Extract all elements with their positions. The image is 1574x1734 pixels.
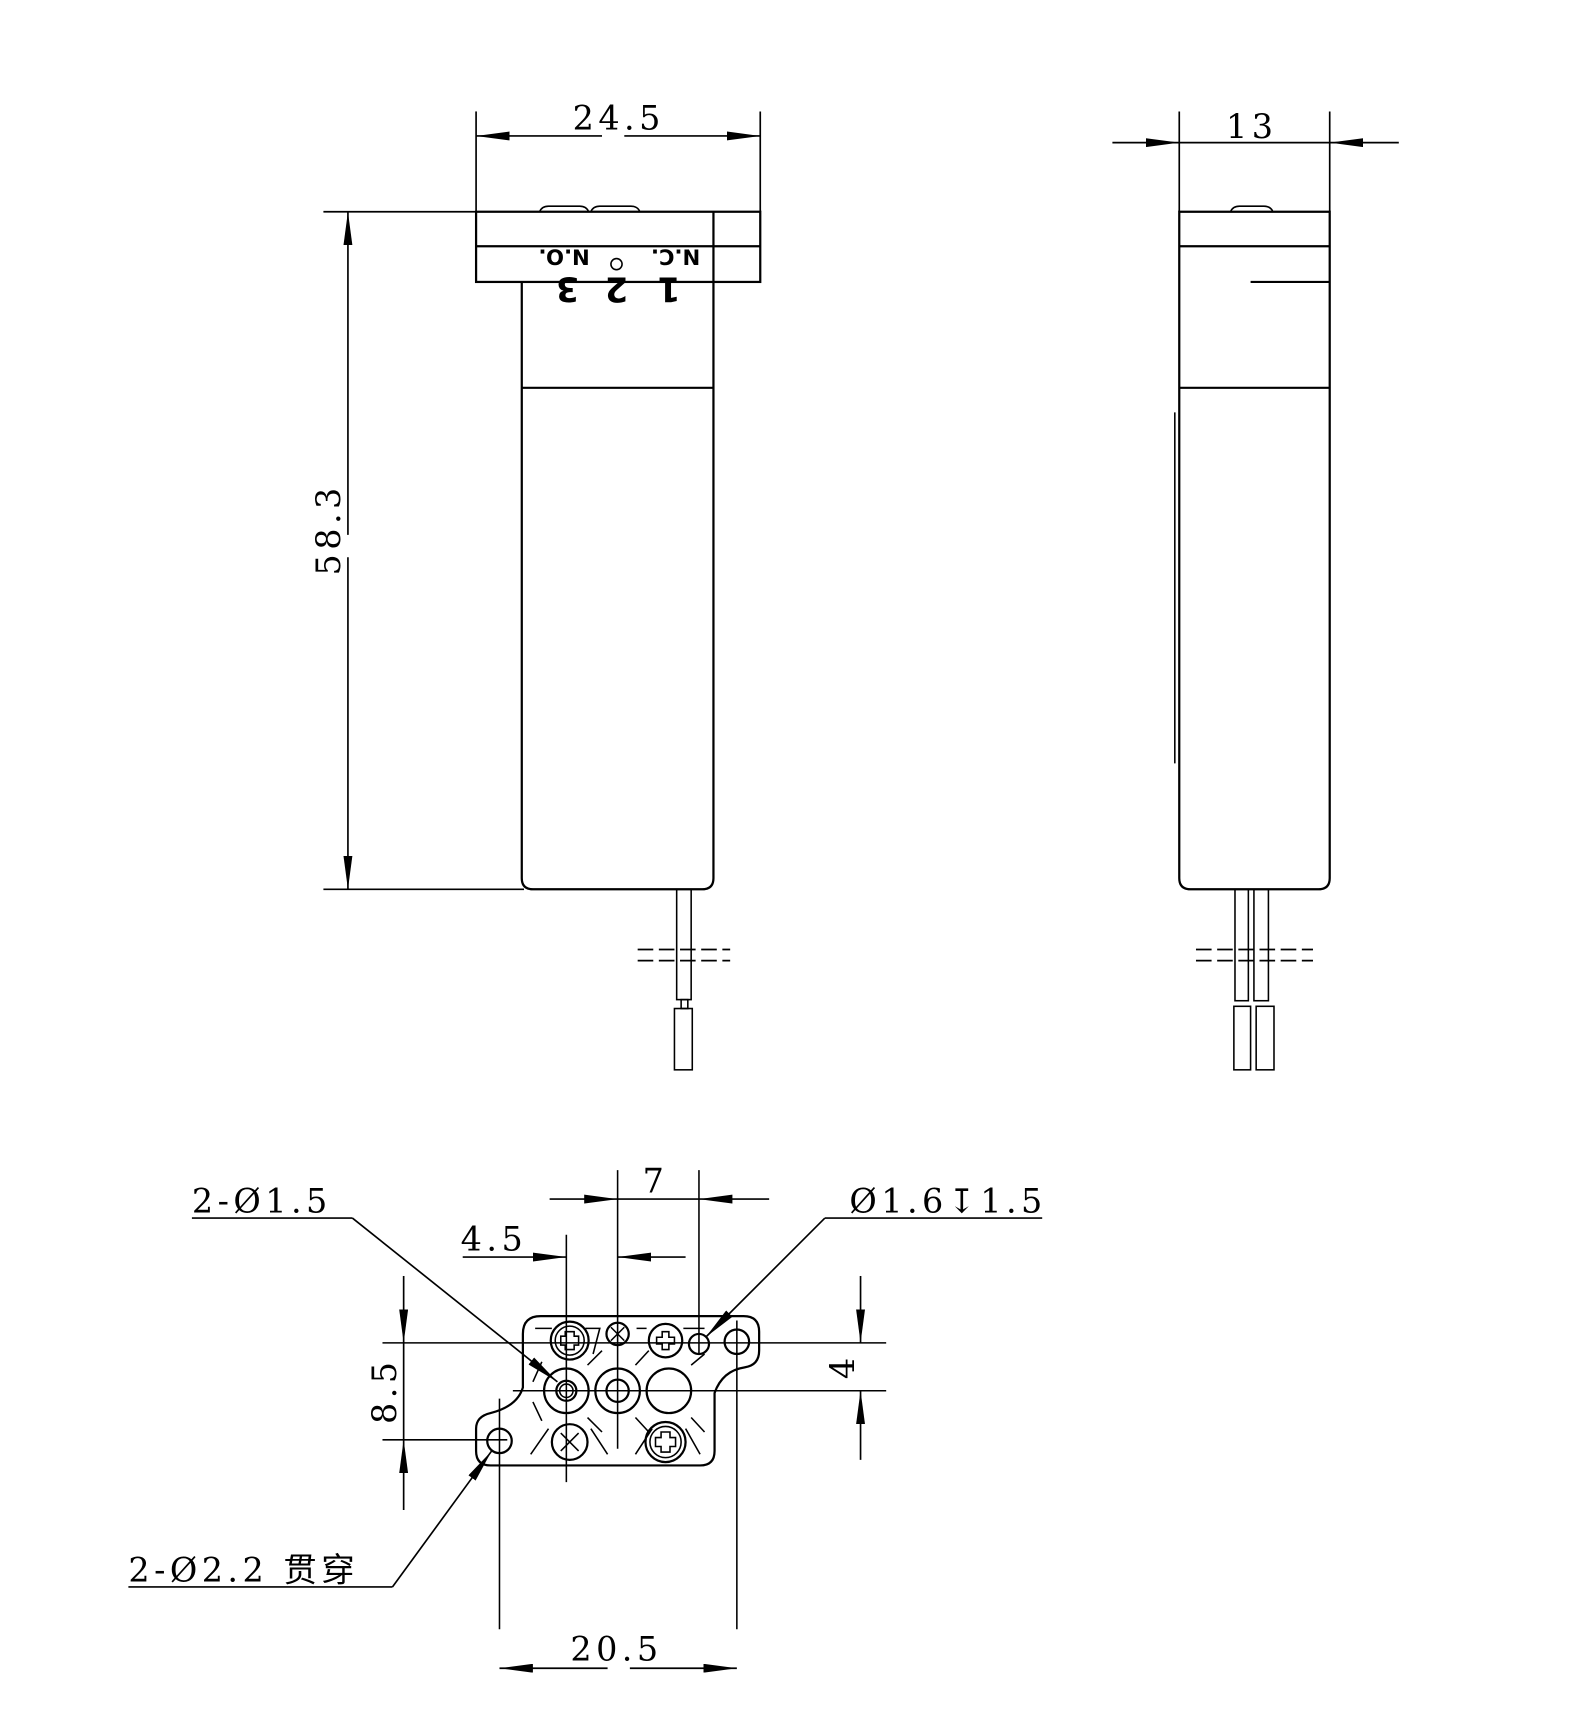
dimension-20-5: 20.5	[499, 1629, 737, 1673]
label-nc: N.C.	[651, 245, 700, 270]
screw-bottom-left	[550, 1423, 589, 1461]
callout-d1-6-depth: Ø1.6↧1.5	[705, 1181, 1046, 1338]
dimension-8-5: 8.5	[365, 1275, 409, 1511]
side-view: 13	[1112, 107, 1399, 1071]
lead-wire	[637, 888, 731, 1071]
dimension-label: 13	[1226, 107, 1277, 146]
dimension-4: 4	[823, 1275, 866, 1460]
hole-d2-2-right	[723, 1328, 751, 1356]
body-outline	[520, 281, 715, 891]
dimension-label: 58.3	[309, 483, 348, 575]
base-plate-outline	[474, 1314, 761, 1467]
boss-center	[594, 1367, 642, 1415]
x-mark-hole	[605, 1321, 630, 1347]
bottom-view: 7 4.5 8.5 4 20.5	[128, 1161, 1046, 1673]
centerlines	[382, 1170, 887, 1630]
label-terminal-2: 2	[605, 269, 628, 308]
callout-2-d1-5: 2-Ø1.5	[191, 1181, 558, 1383]
hole-d1-5	[555, 1379, 578, 1402]
boss-left	[542, 1367, 590, 1415]
lead-wires	[1195, 888, 1313, 1071]
callout-label: 2-Ø2.2 贯穿	[128, 1550, 359, 1589]
dimension-7: 7	[549, 1161, 770, 1204]
hole-d1-5-center	[605, 1378, 630, 1404]
label-terminal-3: 3	[556, 269, 579, 308]
terminal-labels: N.C. N.O. 1 2 3	[538, 245, 700, 309]
dimension-label: 8.5	[365, 1358, 404, 1425]
hole-d2-2-left	[486, 1427, 513, 1455]
callout-label: Ø1.6↧1.5	[849, 1181, 1046, 1220]
dimension-24-5: 24.5	[475, 98, 762, 212]
dimension-13: 13	[1112, 107, 1399, 212]
front-view: 24.5 58.3 N.C. N.O. 1 2 3	[309, 98, 762, 1071]
screw-bottom-right	[644, 1420, 687, 1464]
callout-label: 2-Ø1.5	[192, 1181, 332, 1220]
dimension-label: 4	[823, 1353, 862, 1379]
callout-2-d2-2-through: 2-Ø2.2 贯穿	[128, 1450, 493, 1589]
hole-d1-6	[687, 1332, 711, 1356]
label-terminal-1: 1	[657, 269, 680, 308]
dimension-label: 4.5	[461, 1219, 528, 1258]
common-circle-mark	[610, 257, 623, 271]
body-outline	[1178, 210, 1331, 891]
boss-right	[645, 1367, 693, 1415]
dimension-label: 20.5	[570, 1629, 662, 1668]
top-bump	[538, 205, 641, 213]
dimension-label: 24.5	[573, 98, 665, 137]
dimension-label: 7	[643, 1161, 669, 1200]
screw-top-right	[647, 1322, 684, 1359]
dimension-58-3: 58.3	[309, 210, 525, 891]
label-no: N.O.	[538, 245, 589, 270]
screw-top-left	[549, 1320, 590, 1361]
dimension-4-5: 4.5	[461, 1219, 686, 1262]
